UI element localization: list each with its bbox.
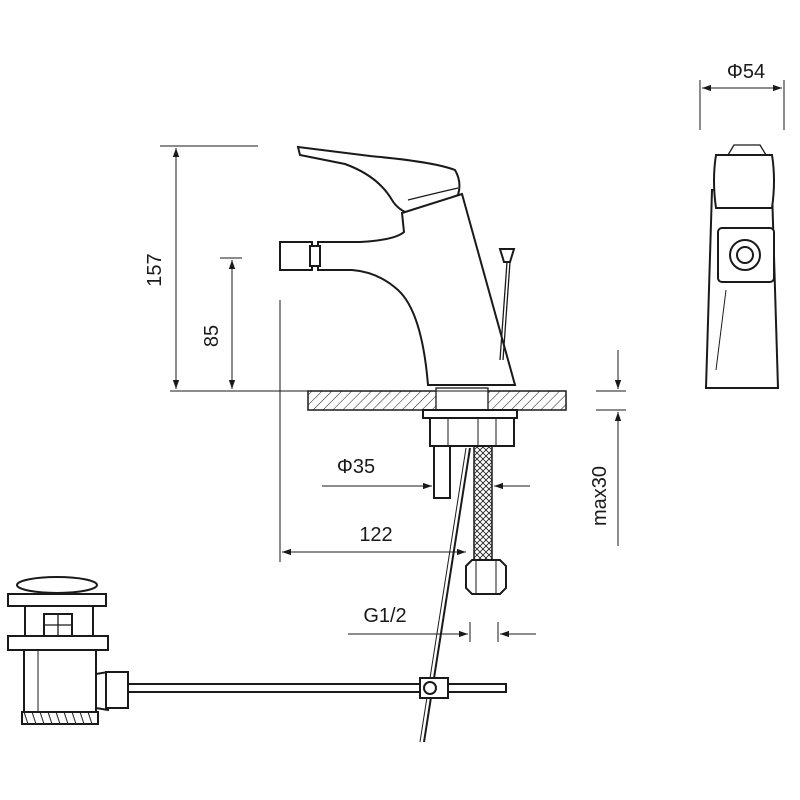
shank-assembly	[422, 409, 518, 595]
lever-seam	[407, 187, 459, 201]
waste-thread	[21, 711, 99, 725]
aerator	[279, 241, 313, 271]
waste-flange	[7, 593, 107, 607]
fixing-nut	[429, 417, 515, 447]
popup-rod-2	[502, 261, 511, 361]
flex-hose	[473, 445, 493, 565]
dim-height-total: 157	[144, 145, 566, 392]
front-body	[704, 189, 780, 389]
dim-thread: G1/2	[348, 605, 536, 642]
dim-label-thread: G1/2	[363, 605, 406, 627]
dim-label-diameter-shank: Φ35	[337, 456, 375, 478]
waste-cap	[16, 576, 98, 594]
dim-label-height-total: 157	[144, 253, 166, 286]
popup-knob	[498, 248, 516, 263]
dim-reach: 122	[279, 300, 466, 562]
popup-rod	[499, 261, 508, 361]
dim-label-diameter-top: Φ54	[727, 61, 765, 83]
waste-nut	[7, 635, 109, 651]
faucet-side-view	[279, 145, 517, 386]
connector-nut	[105, 671, 129, 709]
front-handle	[713, 154, 775, 209]
dim-label-deck-max: max30	[589, 466, 611, 526]
clamp-screw	[423, 681, 437, 695]
dim-label-height-spout: 85	[201, 325, 223, 347]
dim-height-spout: 85	[201, 257, 242, 389]
faucet-front-view	[704, 144, 780, 389]
dim-deck-max: max30	[589, 350, 626, 546]
front-aerator-inner	[736, 246, 754, 264]
hose-nut	[465, 559, 507, 595]
dim-diameter-shank: Φ35	[322, 456, 530, 490]
fixing-washer	[422, 409, 518, 419]
front-handle-top	[727, 144, 767, 156]
waste-body	[23, 649, 97, 713]
deck-hole	[435, 387, 489, 413]
dim-label-reach: 122	[359, 524, 392, 546]
faucet-body	[317, 192, 517, 386]
horizontal-rod	[127, 683, 507, 693]
aerator-ring	[309, 245, 321, 267]
popup-waste	[7, 576, 507, 725]
dim-diameter-top: Φ54	[699, 61, 785, 130]
threaded-stud	[433, 445, 451, 499]
